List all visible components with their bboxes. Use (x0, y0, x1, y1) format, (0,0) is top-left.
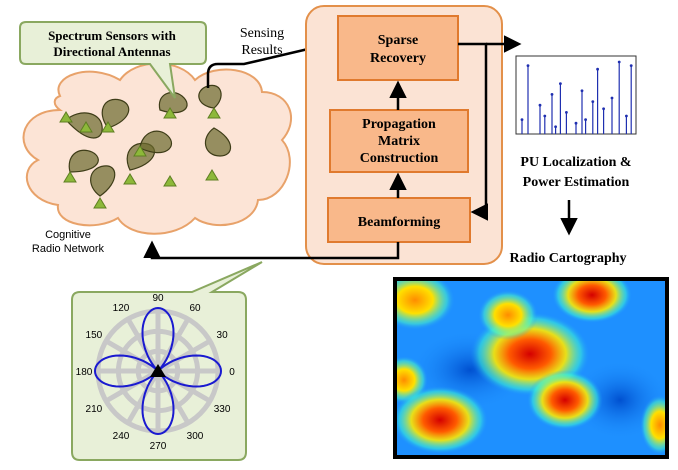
polar-angle-label: 120 (113, 303, 130, 314)
stem-marker (617, 60, 621, 64)
polar-angle-label: 150 (86, 330, 103, 341)
propagation-line1: Propagation (362, 117, 436, 132)
polar-angle-label: 180 (76, 367, 93, 378)
propagation-line2: Matrix (378, 134, 420, 149)
callout-line1: Spectrum Sensors with (48, 28, 177, 43)
sensor-icon (207, 107, 221, 119)
stem-marker (554, 125, 557, 129)
sensor-icon (163, 175, 177, 187)
beamforming-label: Beamforming (358, 215, 440, 230)
stem-marker (584, 118, 587, 121)
arrow-sparse-feedback (458, 42, 488, 221)
sensor-icon (163, 107, 177, 119)
hot-spot (640, 395, 665, 455)
hot-spot (527, 370, 603, 430)
stem-marker (629, 64, 633, 67)
antenna-lobes (65, 84, 232, 197)
polar-angle-label: 60 (189, 303, 201, 314)
stem-marker (543, 114, 547, 118)
sensing-line2: Results (241, 43, 282, 58)
callout-line2: Directional Antennas (53, 44, 170, 59)
polar-callout (71, 261, 263, 461)
network-label-line2: Radio Network (32, 243, 105, 255)
sensor-icon (101, 121, 115, 133)
polar-angle-label: 330 (214, 404, 231, 415)
hot-spot (552, 281, 632, 323)
sparse-line2: Recovery (370, 51, 426, 66)
sensor-icon (93, 197, 107, 209)
antenna-lobe (90, 165, 116, 197)
sensor-icon (63, 171, 77, 183)
stem-marker (625, 114, 628, 118)
hot-spot (397, 281, 455, 330)
stem-marker (574, 121, 578, 125)
stem-marker (591, 100, 595, 103)
propagation-box (329, 109, 469, 173)
sparse-line1: Sparse (378, 33, 418, 48)
propagation-line3: Construction (360, 151, 439, 166)
polar-angle-label: 210 (86, 404, 103, 415)
hot-spot (397, 386, 488, 454)
sensor-icon (205, 169, 219, 181)
hot-spot (478, 290, 538, 340)
sensor-icon (59, 111, 73, 123)
radio-heatmap (393, 277, 669, 459)
stem-marker (610, 96, 614, 100)
sparse-recovery-box (337, 15, 459, 81)
sensor-icon (133, 145, 147, 157)
polar-angle-label: 300 (187, 431, 204, 442)
antenna-lobe (204, 127, 232, 157)
antenna-lobe (68, 149, 99, 173)
pu-label-line2: Power Estimation (523, 175, 630, 190)
polar-angle-label: 240 (113, 431, 130, 442)
stem-marker (602, 107, 605, 111)
stem-marker (526, 64, 530, 67)
antenna-lobe (101, 98, 130, 129)
sensor-callout (19, 21, 207, 99)
polar-angle-label: 90 (152, 293, 164, 304)
antenna-lobe (158, 91, 188, 114)
stem-marker (559, 82, 562, 85)
stem-marker (596, 67, 599, 71)
beam-pattern (93, 306, 223, 436)
stem-marker (580, 89, 584, 93)
polar-angle-label: 270 (150, 441, 167, 452)
sensor-marker-icon (150, 364, 166, 377)
stem-plot (515, 55, 637, 135)
sensing-arrow (206, 36, 342, 88)
network-label-line1: Cognitive (45, 229, 91, 241)
polar-angle-label: 0 (229, 367, 235, 378)
stem-marker (520, 118, 524, 121)
antenna-lobe (139, 130, 173, 154)
stem-lines (520, 60, 633, 134)
stem-plot-frame (515, 55, 637, 135)
cartography-label: Radio Cartography (509, 251, 626, 266)
sensing-line1: Sensing (240, 26, 284, 41)
stem-marker (550, 93, 554, 96)
stem-marker (538, 103, 542, 107)
polar-angle-label: 30 (217, 330, 229, 341)
sensors (59, 107, 221, 209)
sensor-icon (123, 173, 137, 185)
stem-marker (565, 111, 568, 114)
arrow-beam-to-network (143, 240, 400, 260)
sensor-icon (79, 121, 93, 133)
pu-label-line1: PU Localization & (520, 155, 631, 170)
